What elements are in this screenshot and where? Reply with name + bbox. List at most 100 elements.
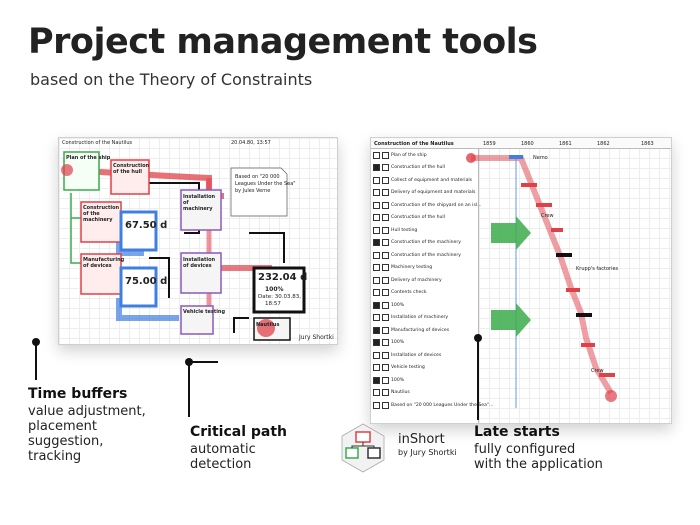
task-expand-toggle[interactable]: [382, 164, 389, 171]
callout-time-buffers-text: value adjustment, placement suggestion, …: [28, 404, 146, 464]
task-row[interactable]: Construction of the shipyard on an isl..…: [373, 200, 482, 210]
task-checkbox[interactable]: [373, 289, 380, 296]
task-expand-toggle[interactable]: [382, 264, 389, 271]
task-expand-toggle[interactable]: [382, 351, 389, 359]
task-checkbox[interactable]: [373, 401, 380, 409]
task-row[interactable]: Based on "20 000 Leagues Under the Sea".…: [373, 400, 493, 410]
task-row[interactable]: Hull testing: [373, 225, 417, 235]
callout-late-starts-title: Late starts: [474, 424, 560, 440]
gantt-panel[interactable]: Construction of the Nautilus 1859 1860 1…: [370, 137, 672, 424]
task-row[interactable]: Installation of devices: [373, 350, 441, 360]
note-box: [230, 167, 288, 217]
task-row[interactable]: Construction of the hull: [373, 163, 445, 173]
task-label: Construction of the shipyard on an isl..…: [391, 202, 482, 208]
task-expand-toggle[interactable]: [382, 176, 389, 184]
task-checkbox[interactable]: [373, 189, 380, 196]
task-expand-toggle[interactable]: [382, 239, 389, 246]
task-row[interactable]: Construction of the machinery: [373, 238, 461, 248]
task-checkbox[interactable]: [373, 251, 380, 259]
task-row[interactable]: Nautilus: [373, 388, 410, 398]
task-label: Hull testing: [391, 227, 418, 233]
task-row[interactable]: Installation of machinery: [373, 313, 448, 323]
callout-line: [188, 362, 190, 417]
task-checkbox[interactable]: [373, 376, 380, 384]
task-expand-toggle[interactable]: [382, 301, 389, 309]
project-buffer-days: 232.04 d: [258, 272, 308, 283]
task-expand-toggle[interactable]: [382, 189, 389, 196]
task-checkbox[interactable]: [373, 351, 380, 359]
task-expand-toggle[interactable]: [382, 276, 389, 284]
task-checkbox[interactable]: [373, 239, 380, 246]
task-checkbox[interactable]: [373, 201, 380, 209]
task-label: Contents check: [391, 290, 427, 295]
connector-line: [149, 257, 170, 298]
task-checkbox[interactable]: [373, 301, 380, 309]
gantt-bar: [566, 288, 580, 292]
task-box-vehicle: [180, 305, 214, 335]
task-checkbox[interactable]: [373, 326, 380, 334]
task-label: Collect of equipment and materials: [391, 177, 473, 183]
task-expand-toggle[interactable]: [382, 214, 389, 221]
task-expand-toggle[interactable]: [382, 401, 389, 409]
task-checkbox[interactable]: [373, 151, 380, 159]
task-checkbox[interactable]: [373, 164, 380, 171]
callout-line: [35, 342, 37, 380]
critical-start-marker: [61, 164, 73, 176]
task-label: Nautilus: [391, 390, 410, 395]
task-expand-toggle[interactable]: [382, 201, 389, 209]
buffer-value-devices: 75.00 d: [125, 276, 168, 287]
task-checkbox[interactable]: [373, 364, 380, 371]
task-checkbox[interactable]: [373, 264, 380, 271]
task-box-install-devices: [180, 252, 222, 294]
diagram-signature: Jury Shortki: [299, 334, 334, 341]
task-row[interactable]: Manufacturing of devices: [373, 325, 449, 335]
box-label-nautilus: Nautilus: [256, 322, 280, 328]
task-checkbox[interactable]: [373, 339, 380, 346]
task-row[interactable]: 100%: [373, 375, 404, 385]
task-checkbox[interactable]: [373, 314, 380, 321]
task-label: Construction of the machinery: [391, 240, 461, 245]
task-label: Construction of the hull: [391, 165, 445, 170]
task-row[interactable]: Machinery testing: [373, 263, 432, 273]
task-row[interactable]: 100%: [373, 338, 404, 348]
box-label-install-machinery: Installation of machinery: [183, 194, 216, 212]
task-label: Machinery testing: [391, 265, 433, 270]
task-expand-toggle[interactable]: [382, 226, 389, 234]
task-checkbox[interactable]: [373, 176, 380, 184]
task-expand-toggle[interactable]: [382, 151, 389, 159]
task-row[interactable]: Construction of the hull: [373, 213, 445, 223]
task-expand-toggle[interactable]: [382, 389, 389, 396]
task-row[interactable]: Contents check: [373, 288, 427, 298]
project-buffer-date: Date: 30.03.83,: [258, 294, 301, 300]
task-expand-toggle[interactable]: [382, 289, 389, 296]
task-row[interactable]: 100%: [373, 300, 404, 310]
project-buffer-time: 18:57: [265, 301, 281, 307]
resource-label: Crew: [591, 368, 604, 374]
year-label: 1863: [641, 141, 654, 147]
task-row[interactable]: Delivery of equipment and materials: [373, 188, 475, 198]
task-checkbox[interactable]: [373, 276, 380, 284]
task-checkbox[interactable]: [373, 226, 380, 234]
task-row[interactable]: Collect of equipment and materials: [373, 175, 472, 185]
callout-critical-path-title: Critical path: [190, 424, 288, 440]
task-checkbox[interactable]: [373, 214, 380, 221]
task-row[interactable]: Construction of the machinery: [373, 250, 461, 260]
task-expand-toggle[interactable]: [382, 326, 389, 334]
task-checkbox[interactable]: [373, 389, 380, 396]
task-row[interactable]: Delivery of machinery: [373, 275, 442, 285]
task-expand-toggle[interactable]: [382, 251, 389, 259]
task-expand-toggle[interactable]: [382, 364, 389, 371]
network-diagram-panel[interactable]: Construction of the Nautilus 20.04.80, 1…: [58, 137, 338, 345]
year-label: 1861: [559, 141, 572, 147]
task-expand-toggle[interactable]: [382, 376, 389, 384]
task-row[interactable]: Plan of the ship: [373, 150, 427, 160]
note-line-2: Leagues Under the Sea": [235, 181, 296, 187]
task-label: 100%: [391, 302, 405, 308]
buffer-box-machinery: [119, 210, 158, 252]
task-expand-toggle[interactable]: [382, 339, 389, 346]
app-author: by Jury Shortki: [398, 448, 457, 457]
box-label-hull: Construction of the hull: [113, 163, 150, 175]
task-label: Construction of the machinery: [391, 252, 461, 258]
task-row[interactable]: Vehicle testing: [373, 363, 425, 373]
task-expand-toggle[interactable]: [382, 314, 389, 321]
